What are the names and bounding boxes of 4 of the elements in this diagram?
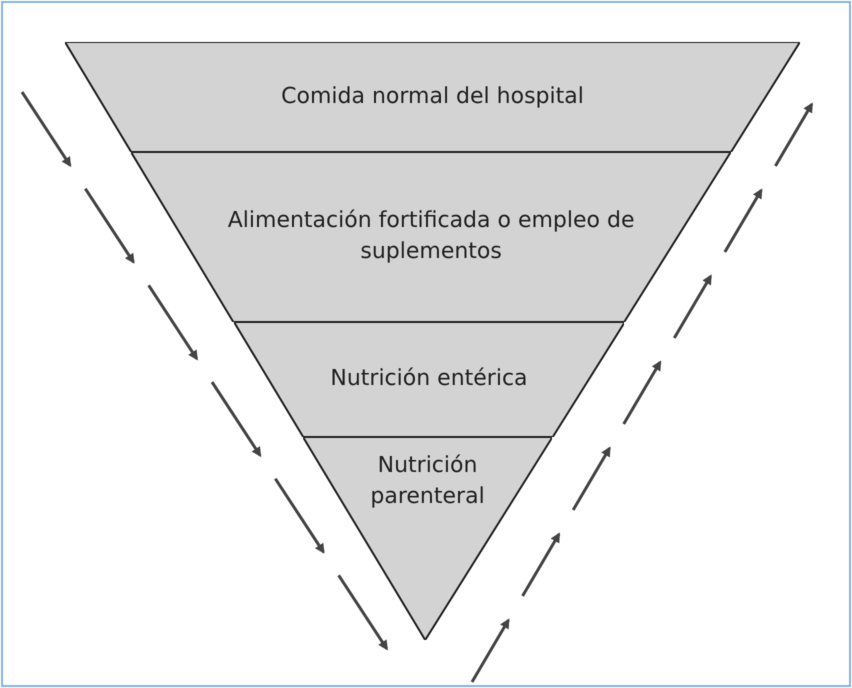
band-label: Comida normal del hospital <box>281 82 584 111</box>
band-label: Nutrición parenteral <box>370 452 485 511</box>
band-label: Nutrición entérica <box>330 365 528 394</box>
band-label: Alimentación fortificada o empleo de suplementos <box>226 207 636 266</box>
